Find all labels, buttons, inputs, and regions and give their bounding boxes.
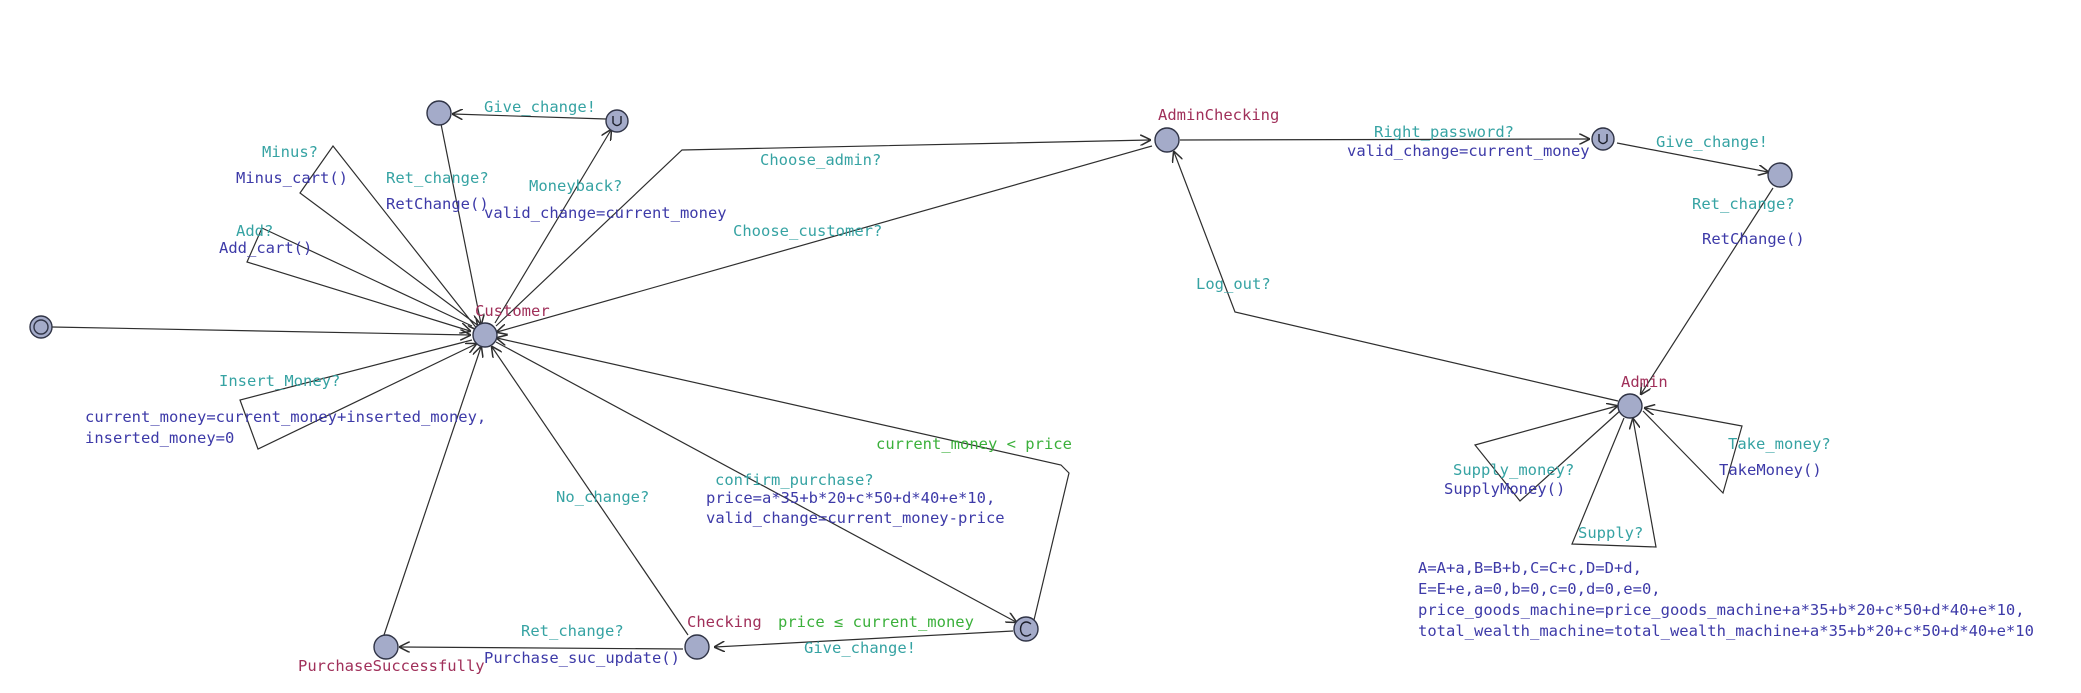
- label-ret-change-1: Ret_change?: [386, 169, 489, 187]
- location-ret-change-target[interactable]: [426, 100, 452, 126]
- label-valid-change-2: valid_change=current_money: [1347, 142, 1590, 160]
- label-valid-change-price: valid_change=current_money-price: [706, 509, 1005, 527]
- location-initial[interactable]: [29, 315, 53, 339]
- edge-labels: Give_change! Minus? Minus_cart() Ret_cha…: [85, 98, 2034, 667]
- edge-log-out: [1174, 152, 1619, 402]
- label-confirm-purchase: confirm_purchase?: [715, 471, 874, 489]
- label-ret-change-3: Ret_change?: [521, 622, 624, 640]
- label-retchange-2: RetChange(): [1702, 230, 1805, 248]
- edge-choose-admin: [495, 140, 1150, 327]
- location-name-admin: Admin: [1621, 373, 1668, 391]
- location-admin-checking[interactable]: [1154, 127, 1180, 153]
- edge-right-password: [1179, 139, 1589, 140]
- location-urgent-admin[interactable]: [1591, 127, 1615, 151]
- label-choose-admin: Choose_admin?: [760, 151, 881, 169]
- label-minus-cart: Minus_cart(): [236, 169, 348, 187]
- location-name-admin-checking: AdminChecking: [1158, 106, 1279, 124]
- location-committed[interactable]: [1013, 616, 1039, 642]
- label-take-money: Take_money?: [1728, 435, 1831, 453]
- label-takemoney: TakeMoney(): [1719, 461, 1822, 479]
- label-insert-update-2: inserted_money=0: [85, 429, 234, 447]
- edge-supply-loop: [1571, 418, 1657, 548]
- label-supply-update-4: total_wealth_machine=total_wealth_machin…: [1418, 622, 2034, 640]
- edge-give-change-2: [1616, 142, 1768, 172]
- edge-init-to-customer: [51, 326, 470, 335]
- edges: [51, 114, 1774, 649]
- label-no-change: No_change?: [556, 488, 649, 506]
- label-minus: Minus?: [262, 143, 318, 161]
- label-moneyback: Moneyback?: [529, 177, 622, 195]
- edge-urgent-to-top-loc: [453, 114, 607, 119]
- edge-ret-change-3: [400, 647, 684, 649]
- label-right-password: Right_password?: [1374, 123, 1514, 141]
- edge-supply-money-loop: [1473, 406, 1622, 502]
- edge-current-money-less-price: [497, 338, 1070, 621]
- edge-insert-money-loop: [239, 339, 476, 450]
- edge-customer-to-ret-change-loc: [440, 123, 481, 324]
- label-guard-le: price ≤ current_money: [778, 613, 974, 631]
- location-name-purchase-successfully: PurchaseSuccessfully: [298, 657, 485, 675]
- edge-take-money-loop: [1642, 408, 1743, 495]
- locations: [29, 100, 1793, 660]
- location-names: Customer AdminChecking Admin Checking Pu…: [298, 106, 1668, 675]
- urgent-glyph-2: [1598, 134, 1608, 145]
- label-supplymoney: SupplyMoney(): [1444, 480, 1565, 498]
- edge-customer-to-urgent: [494, 130, 611, 324]
- label-insert-money: Insert_Money?: [219, 372, 340, 390]
- label-choose-customer: Choose_customer?: [733, 222, 882, 240]
- label-log-out: Log_out?: [1196, 275, 1271, 293]
- label-supply-update-3: price_goods_machine=price_goods_machine+…: [1418, 601, 2025, 619]
- edge-no-change: [492, 347, 689, 636]
- label-supply-update-1: A=A+a,B=B+b,C=C+c,D=D+d,: [1418, 559, 1642, 577]
- label-add: Add?: [236, 222, 273, 240]
- label-guard-less: current_money < price: [876, 435, 1072, 453]
- label-purchase-suc-update: Purchase_suc_update(): [484, 649, 680, 667]
- label-give-change-3: Give_change!: [804, 639, 916, 657]
- label-supply-money: Supply_money?: [1453, 461, 1574, 479]
- edge-purchase-to-customer: [383, 347, 481, 636]
- edge-add-loop: [246, 227, 472, 331]
- location-purchase-successfully[interactable]: [373, 634, 399, 660]
- label-supply: Supply?: [1578, 524, 1643, 542]
- label-add-cart: Add_cart(): [219, 239, 312, 257]
- location-urgent-top[interactable]: [605, 109, 629, 133]
- committed-glyph: [1019, 621, 1032, 637]
- location-customer[interactable]: [472, 322, 498, 348]
- label-supply-update-2: E=E+e,a=0,b=0,c=0,d=0,e=0,: [1418, 580, 1661, 598]
- edge-ret-change-2: [1641, 187, 1774, 394]
- label-price-update: price=a*35+b*20+c*50+d*40+e*10,: [706, 489, 995, 507]
- location-name-customer: Customer: [475, 302, 550, 320]
- label-ret-change-2: Ret_change?: [1692, 195, 1795, 213]
- edge-give-change-3: [715, 630, 1014, 647]
- location-admin[interactable]: [1617, 393, 1643, 419]
- location-name-checking: Checking: [687, 613, 762, 631]
- label-give-change-1: Give_change!: [484, 98, 596, 116]
- edge-minus-loop: [299, 144, 481, 330]
- label-insert-update-1: current_money=current_money+inserted_mon…: [85, 408, 486, 426]
- label-valid-change-1: valid_change=current_money: [484, 204, 727, 222]
- urgent-glyph: [612, 116, 622, 127]
- edge-confirm-purchase: [495, 341, 1016, 622]
- label-retchange-1: RetChange(): [386, 195, 489, 213]
- label-give-change-2: Give_change!: [1656, 133, 1768, 151]
- edge-choose-customer: [497, 145, 1153, 332]
- location-give-change-target[interactable]: [1767, 162, 1793, 188]
- location-checking[interactable]: [684, 634, 710, 660]
